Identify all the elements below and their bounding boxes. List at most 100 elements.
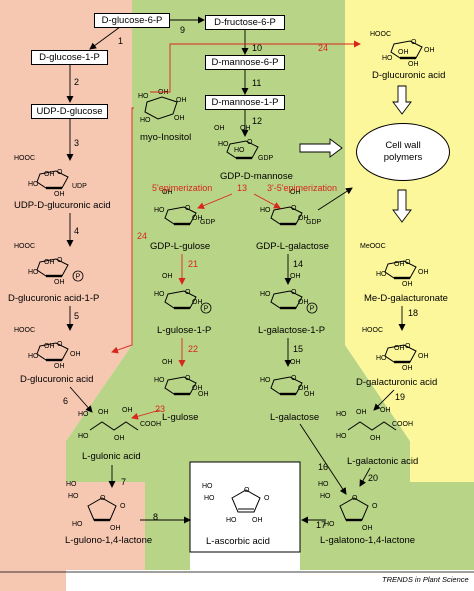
l-galatono-lactone-structure-group-3: OH [362,525,373,532]
l-galactose-1-p-structure-group-0: OH [290,273,301,280]
block-arrow-glucuronic-to-wall [392,85,412,115]
block-arrow-mannose-to-wall [299,138,343,158]
l-gulose-structure-group-0: OH [162,359,173,366]
phosphate-letter-1: P [204,306,209,313]
gdp-l-gulose-structure-ring-o: O [185,205,191,212]
d-galacturonic-acid-structure-group-3: OH [402,365,413,372]
l-gulose-label: L-gulose [162,412,199,423]
udp-d-glucuronic-acid-structure-group-3: OH [54,191,65,198]
arrow-19 [373,389,395,411]
pink-region-low [0,441,66,591]
d-glucuronic-acid-left-structure-group-1: OH [44,343,55,350]
l-galactose-structure-group-3: OH [304,391,315,398]
l-galactonic-acid-structure-group-2: OH [370,435,381,442]
l-galactonic-acid-structure-group-5: HO [336,433,347,440]
l-gulose-1-p-structure-ring-o: O [185,289,191,296]
gdp-d-mannose-label: GDP-D-mannose [220,171,293,182]
myo-inositol-ring [144,96,178,120]
gdp-l-galactose-structure-group-3: GDP [306,219,322,226]
gdp-l-galactose-label: GDP-L-galactose [256,241,329,252]
yellow-region [345,0,474,482]
l-ascorbic-acid-frame [189,461,301,553]
step-24-top: 24 [318,43,329,53]
d-galacturonic-acid-structure-group-1: OH [394,345,405,352]
d-glucuronic-acid-top-structure-group-2: HO [382,55,393,62]
d-mannose-1-p-box: D-mannose-1-P [205,95,285,110]
me-d-galacturonate-structure-group-1: OH [394,261,405,268]
step-11: 11 [252,78,262,88]
d-glucuronic-acid-1-p-structure-group-2: HO [28,269,39,276]
gdp-l-gulose-structure-group-2: OH [192,215,203,222]
gdp-d-mannose-structure-group-0: OH [214,125,225,132]
phosphate-letter-2: P [310,306,315,313]
l-gulonic-acid-structure-group-4: COOH [140,421,161,428]
epimerization-35-label: 3'-5'epimerization [267,183,337,193]
l-gulose-1-p-structure-group-1: HO [154,291,165,298]
l-galactose-1-p-structure-ring-o: O [291,289,297,296]
gdp-d-mannose-structure-ring-o: O [247,139,253,146]
ascorbic-ring [231,489,261,513]
arrow-20 [359,467,371,487]
l-galactonic-acid-structure-group-1: OH [356,409,367,416]
me-d-galacturonate-structure-group-2: HO [376,271,387,278]
phosphate-2: P [306,302,318,314]
d-glucuronic-acid-left-structure-group-4: OH [70,351,81,358]
arrow-13-right [253,193,281,209]
step-5: 5 [74,311,80,321]
me-d-galacturonate-label: Me-D-galacturonate [364,293,448,304]
phosphate-circle-2 [306,302,318,314]
l-galatono-lactone-structure-carbonyl-o: O [372,503,378,510]
step-22: 22 [188,344,199,354]
myo-inositol-oh-1: OH [158,89,169,96]
udp-d-glucuronic-acid-structure-group-4: UDP [72,183,87,190]
myo-inositol-ho: HO [138,93,149,100]
myo-inositol-ho-2: HO [140,117,151,124]
step-2: 2 [74,77,80,87]
l-galactonic-acid-label: L-galactonic acid [347,456,419,467]
l-gulono-lactone-structure-group-2: HO [72,521,83,528]
me-d-galacturonate-structure-group-3: OH [402,281,413,288]
step-4: 4 [74,226,80,236]
d-glucuronic-acid-1-p-structure-ring-o: O [57,257,63,264]
l-galatono-lactone-structure-ring-o: O [352,495,358,502]
epimerization-5-label: 5'epimerization [152,183,213,193]
l-galactose-1-p-structure-group-1: HO [260,291,271,298]
l-gulose-structure-group-2: OH [192,385,203,392]
step-24-left: 24 [137,231,148,241]
gdp-d-mannose-structure-group-1: HO [218,141,229,148]
l-gulono-lactone-structure-group-0: HO [66,481,77,488]
footer-credit: TRENDS in Plant Science [382,575,469,584]
step-1: 1 [118,36,124,46]
green-region [66,0,474,570]
d-glucuronic-acid-top-structure-group-0: HOOC [370,31,391,38]
phosphate-0: P [72,270,84,282]
d-mannose-6-p-box: D-mannose-6-P [205,55,285,70]
phosphate-letter-0: P [76,274,81,281]
l-galatono-lactone-label: L-galatono-1,4-lactone [320,535,416,546]
arrow-23 [131,409,161,420]
myo-inositol-label: myo-Inositol [140,132,192,143]
phosphate-1: P [200,302,212,314]
step-14: 14 [293,259,304,269]
d-galacturonic-acid-structure-ring-o: O [405,343,411,350]
l-ascorbic-acid-label: L-ascorbic acid [206,536,270,547]
d-glucuronic-acid-left-structure-group-0: HOOC [14,327,35,334]
l-galactose-structure-group-1: HO [260,377,271,384]
step-21: 21 [188,259,199,269]
l-gulonic-acid-structure-group-3: OH [122,407,133,414]
step-20: 20 [368,473,379,483]
gdp-l-galactose-structure-group-1: HO [260,207,271,214]
step-15: 15 [293,344,304,354]
l-gulonic-acid-structure-group-5: HO [78,433,89,440]
l-galatono-lactone-structure-ring [339,497,369,521]
l-gulono-lactone-structure-group-1: HO [68,493,79,500]
step-10: 10 [252,43,263,53]
arrow-16 [299,423,347,495]
